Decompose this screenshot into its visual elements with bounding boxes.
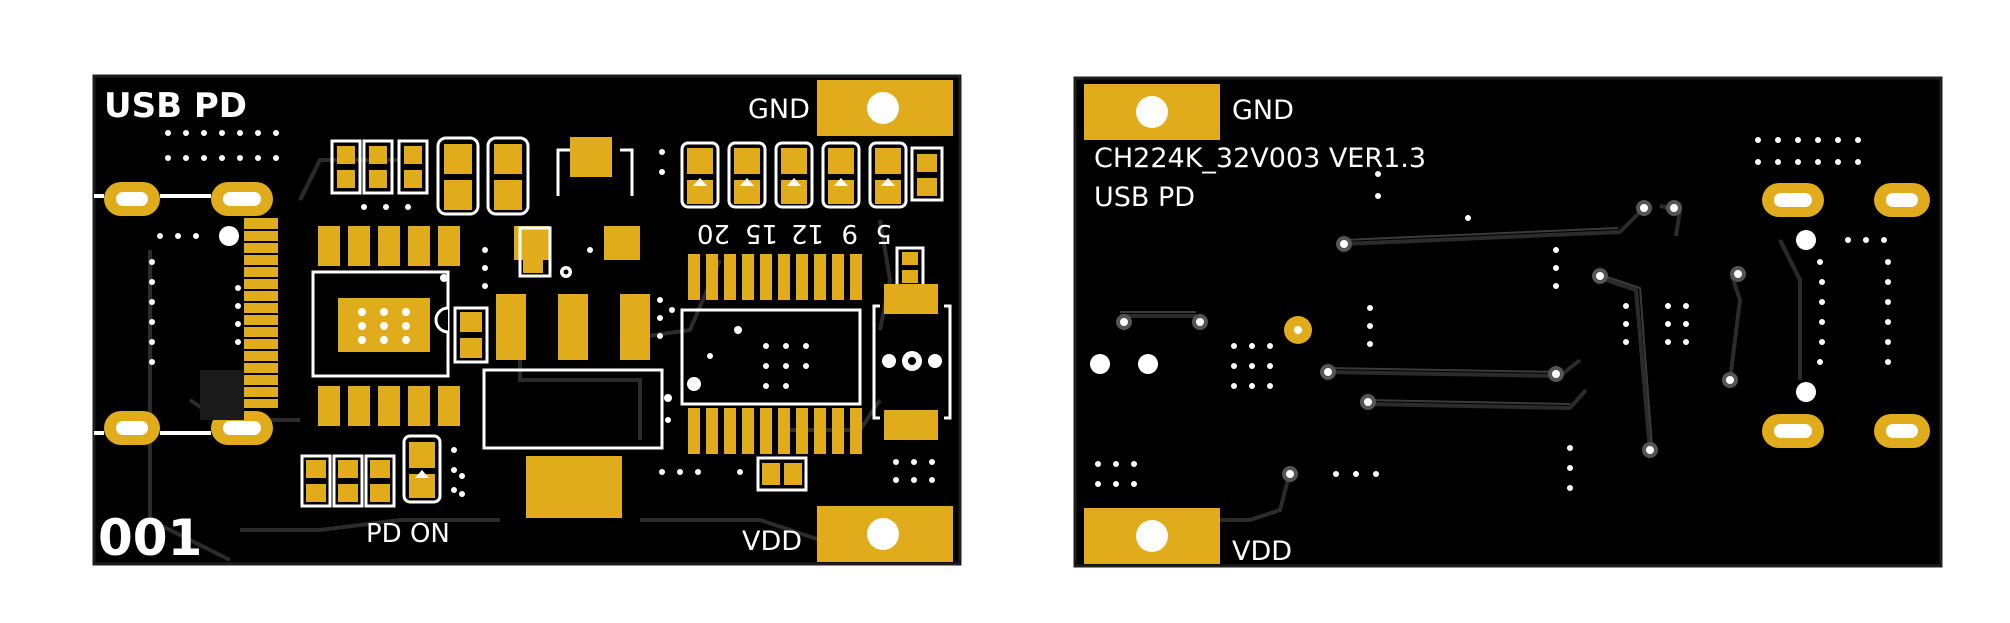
back-vias	[1090, 137, 1891, 491]
voltage-label-9: 9	[841, 218, 858, 248]
front-tactile-button	[872, 284, 952, 483]
back-vdd-hole	[1136, 520, 1168, 552]
back-vdd-label: VDD	[1232, 536, 1292, 567]
front-ic-soic	[311, 226, 460, 426]
back-gnd-hole	[1136, 96, 1168, 128]
front-mcu	[669, 254, 862, 454]
front-left-vias	[149, 130, 279, 365]
front-board-number: 001	[98, 509, 202, 567]
front-title: USB PD	[104, 86, 247, 126]
back-usb-slots	[1762, 183, 1930, 448]
front-chip-cap	[453, 306, 489, 364]
front-sot23	[514, 137, 640, 278]
voltage-label-5: 5	[875, 218, 892, 248]
voltage-label-20: 20	[697, 218, 730, 248]
front-bottom-resistor	[659, 456, 808, 492]
back-model-label: CH224K_32V003 VER1.3	[1094, 143, 1426, 174]
front-board: USB PD 001 GND VDD PD ON	[92, 74, 962, 567]
front-pd-on-label: PD ON	[366, 519, 450, 549]
back-subtitle: USB PD	[1094, 182, 1195, 213]
front-gnd-hole	[867, 92, 899, 124]
front-voltage-labels: 20 15 12 9 5	[697, 218, 892, 248]
front-vdd-label: VDD	[742, 526, 802, 557]
front-usb-contacts	[200, 218, 278, 420]
back-gnd-label: GND	[1232, 95, 1294, 126]
voltage-label-12: 12	[791, 218, 824, 248]
front-led-row	[659, 141, 944, 209]
front-pd-on-block	[300, 434, 457, 508]
voltage-label-15: 15	[745, 218, 778, 248]
back-trace-highlights	[1120, 227, 1653, 447]
front-gnd-label: GND	[748, 94, 810, 125]
back-board: GND VDD CH224K_32V003 VER1.3 USB PD	[1073, 76, 1943, 568]
front-vdd-hole	[867, 518, 899, 550]
front-top-passives	[330, 136, 530, 216]
front-regulator	[459, 247, 672, 518]
front-usb-slots	[94, 182, 273, 445]
